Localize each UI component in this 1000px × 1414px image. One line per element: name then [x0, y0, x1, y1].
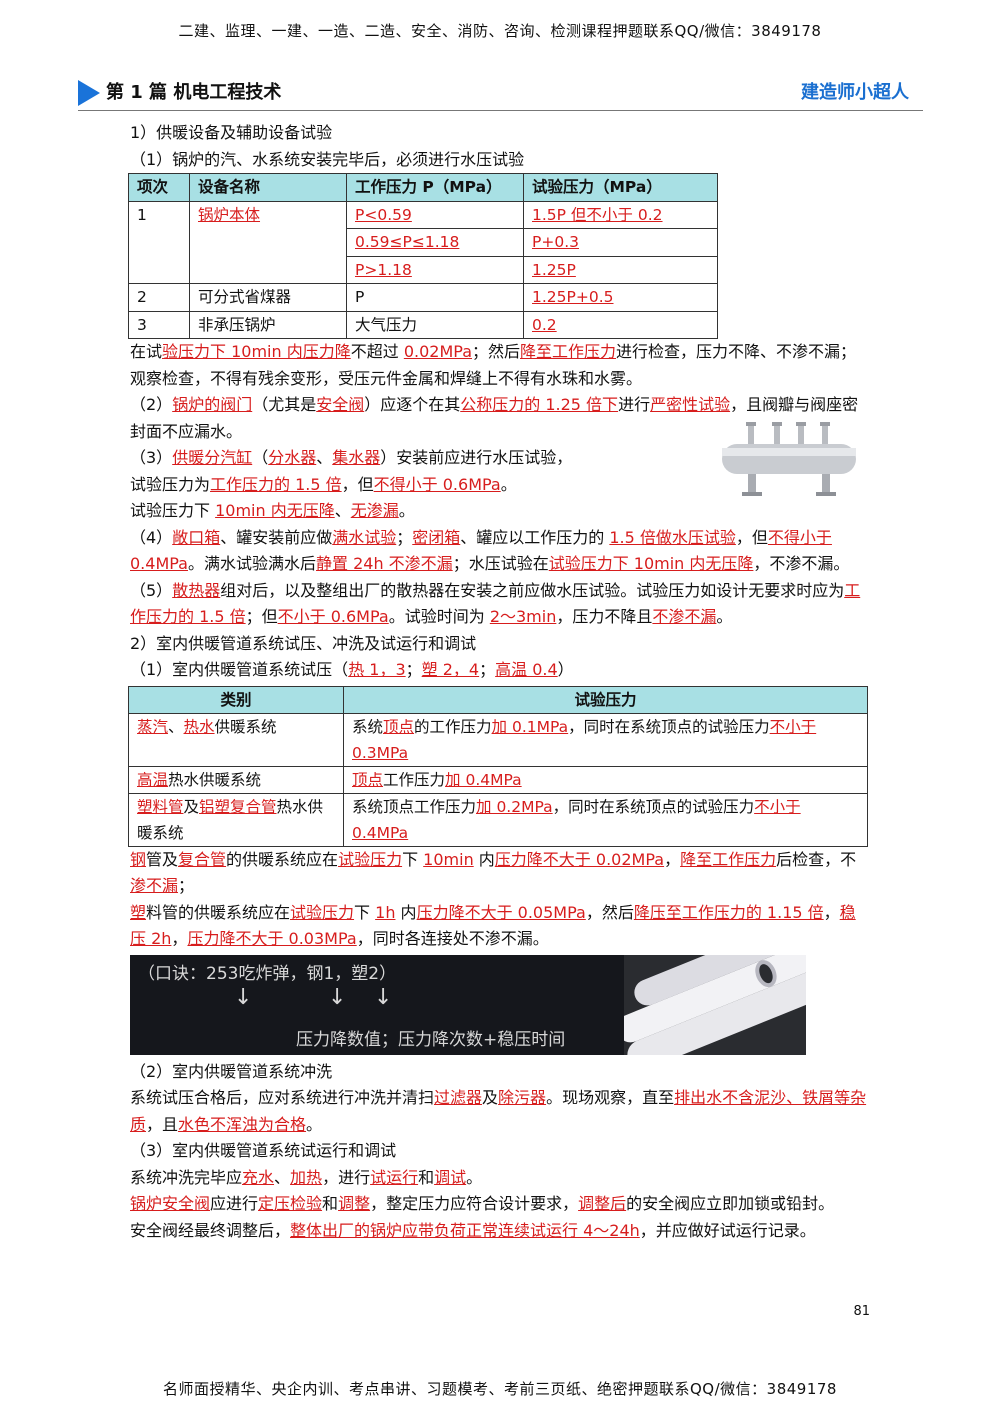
table-header-row: 项次设备名称工作压力 P（MPa）试验压力（MPa）	[128, 173, 718, 202]
table-row: 塑料管及铝塑复合管热水供暖系统 系统顶点工作压力加 0.2MPa，同时在系统顶点…	[128, 792, 868, 847]
subsection-heading: （2）室内供暖管道系统冲洗	[130, 1061, 333, 1081]
table-row: 蒸汽、热水供暖系统 系统顶点的工作压力加 0.1MPa，同时在系统顶点的试验压力…	[128, 712, 868, 767]
mnemonic-line-1: （口诀：253吃炸弹，钢1，塑2）	[138, 963, 397, 984]
section-heading: 1）供暖设备及辅助设备试验	[130, 123, 333, 142]
brand-name: 建造师小超人	[801, 82, 909, 103]
mnemonic-panel: （口诀：253吃炸弹，钢1，塑2） ↓ ↓ ↓ 压力降数值；压力降次数+稳压时间	[130, 954, 624, 1055]
paragraph: 系统冲洗完毕应充水、加热，进行试运行和调试。	[130, 1167, 483, 1187]
chapter-header: 第 1 篇 机电工程技术 建造师小超人	[78, 76, 923, 111]
paragraph: 安全阀经最终调整后，整体出厂的锅炉应带负荷正常连续试运行 4～24h，并应做好试…	[130, 1220, 816, 1240]
paragraph: 系统试压合格后，应对系统进行冲洗并清扫过滤器及除污器。现场观察，直至排出水不含泥…	[130, 1088, 867, 1134]
paragraph: 塑料管的供暖系统应在试验压力下 1h 内压力降不大于 0.05MPa，然后降压至…	[130, 902, 856, 949]
section-heading: 2）室内供暖管道系统试压、冲洗及试运行和调试	[130, 633, 477, 653]
bottom-banner: 名师面授精华、央企内训、考点串讲、习题模考、考前三页纸、绝密押题联系QQ/微信：…	[163, 1380, 837, 1398]
subsection-heading: （3）室内供暖管道系统试运行和调试	[130, 1141, 397, 1160]
chapter-title: 第 1 篇 机电工程技术	[106, 82, 282, 103]
manifold-illustration	[718, 420, 860, 498]
paragraph: 试验压力为工作压力的 1.5 倍，但不得小于 0.6MPa。	[130, 474, 517, 494]
paragraph: 锅炉安全阀应进行定压检验和调整，整定压力应符合设计要求，调整后的安全阀应立即加锁…	[130, 1194, 835, 1213]
paragraph: （3）供暖分汽缸（分水器、集水器）安装前应进行水压试验，	[130, 448, 573, 467]
paragraph: 在试验压力下 10min 内压力降不超过 0.02MPa；然后降至工作压力进行检…	[130, 342, 857, 388]
pipes-photo	[624, 954, 806, 1055]
table-header-row: 类别试验压力	[128, 685, 868, 714]
paragraph: （5）散热器组对后，以及整组出厂的散热器在安装之前应做水压试验。试验压力如设计无…	[130, 580, 861, 627]
arrow-down-icon: ↓	[328, 984, 347, 1010]
subsection-heading: （1）锅炉的汽、水系统安装完毕后，必须进行水压试验	[130, 149, 525, 169]
pipe-pressure-table: 类别试验压力 蒸汽、热水供暖系统 系统顶点的工作压力加 0.1MPa，同时在系统…	[128, 685, 868, 847]
subsection-heading: （1）室内供暖管道系统试压（热 1，3；塑 2，4；高温 0.4）	[130, 660, 574, 679]
mnemonic-figure: （口诀：253吃炸弹，钢1，塑2） ↓ ↓ ↓ 压力降数值；压力降次数+稳压时间	[130, 954, 810, 1055]
arrow-down-icon: ↓	[374, 984, 393, 1010]
table-row: 高温热水供暖系统 顶点工作压力加 0.4MPa	[128, 765, 868, 794]
paragraph: 钢管及复合管的供暖系统应在试验压力下 10min 内压力降不大于 0.02MPa…	[130, 849, 857, 896]
paragraph: （2）锅炉的阀门（尤其是安全阀）应逐个在其公称压力的 1.25 倍下进行严密性试…	[130, 395, 859, 441]
mnemonic-line-2: 压力降数值；压力降次数+稳压时间	[296, 1029, 566, 1050]
paragraph: （4）敞口箱、罐安装前应做满水试验；密闭箱、罐应以工作压力的 1.5 倍做水压试…	[130, 527, 850, 574]
arrow-down-icon: ↓	[234, 984, 253, 1010]
top-banner: 二建、监理、一建、一造、二造、安全、消防、咨询、检测课程押题联系QQ/微信：38…	[178, 22, 822, 40]
paragraph: 试验压力下 10min 内无压降、无渗漏。	[130, 501, 415, 520]
chapter-arrow-icon	[78, 80, 100, 106]
page-content: 1）供暖设备及辅助设备试验 （1）锅炉的汽、水系统安装完毕后，必须进行水压试验 …	[128, 120, 870, 1244]
page-number: 81	[853, 1304, 870, 1319]
boiler-pressure-table: 项次设备名称工作压力 P（MPa）试验压力（MPa） 1 锅炉本体 P<0.59…	[128, 173, 718, 339]
